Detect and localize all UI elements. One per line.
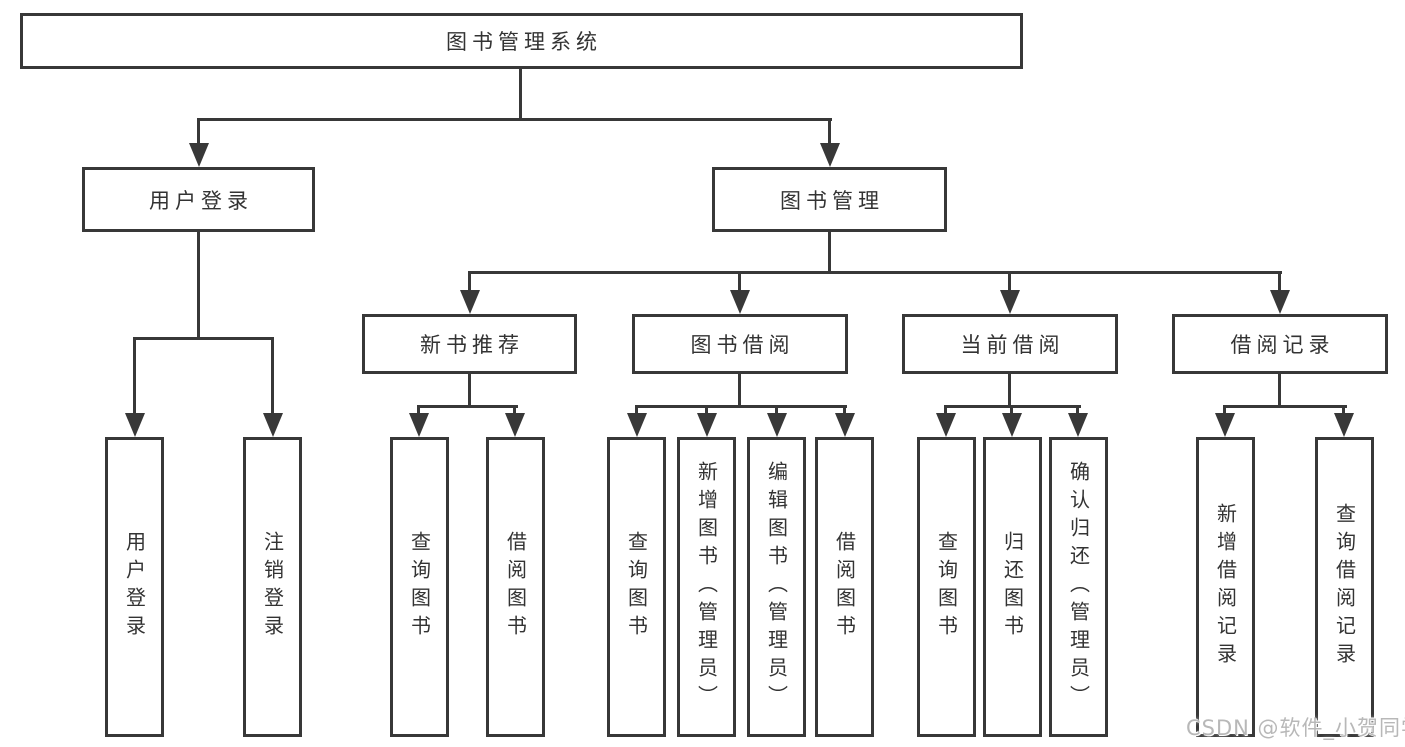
- csdn-watermark: CSDN @软件_小贺同学: [1186, 716, 1405, 740]
- arrow-down-icon: [767, 413, 787, 437]
- leaf-borrowing-add-books-admin: 新增图书（管理员）: [677, 437, 736, 737]
- connector-line: [1010, 405, 1013, 415]
- leaf-label: 注销登录: [260, 531, 285, 643]
- leaf-current-return-books: 归还图书: [983, 437, 1042, 737]
- connector-line: [738, 374, 741, 408]
- connector-line: [197, 118, 200, 147]
- leaf-label: 用户登录: [122, 531, 147, 643]
- leaf-current-query-books: 查询图书: [917, 437, 976, 737]
- leaf-record-query-borrow-record: 查询借阅记录: [1315, 437, 1374, 737]
- leaf-label: 新增图书（管理员）: [694, 461, 719, 713]
- leaf-borrowing-edit-books-admin: 编辑图书（管理员）: [747, 437, 806, 737]
- arrow-down-icon: [1334, 413, 1354, 437]
- node-library-system: 图书管理系统: [20, 13, 1023, 69]
- arrow-down-icon: [697, 413, 717, 437]
- arrow-down-icon: [263, 413, 283, 437]
- leaf-label: 新增借阅记录: [1213, 503, 1238, 671]
- leaf-recommend-query-books: 查询图书: [390, 437, 449, 737]
- node-borrowing-records: 借阅记录: [1172, 314, 1388, 374]
- connector-line: [944, 405, 947, 415]
- arrow-down-icon: [627, 413, 647, 437]
- connector-line: [468, 271, 471, 293]
- connector-line: [1223, 405, 1347, 408]
- node-user-login: 用户登录: [82, 167, 315, 232]
- leaf-user-login: 用户登录: [105, 437, 164, 737]
- connector-line: [1342, 405, 1345, 415]
- connector-line: [133, 337, 136, 417]
- connector-line: [1076, 405, 1079, 415]
- leaf-record-add-borrow-record: 新增借阅记录: [1196, 437, 1255, 737]
- arrow-down-icon: [409, 413, 429, 437]
- connector-line: [843, 405, 846, 415]
- arrow-down-icon: [505, 413, 525, 437]
- connector-line: [636, 405, 847, 408]
- leaf-label: 归还图书: [1000, 531, 1025, 643]
- connector-line: [198, 118, 832, 121]
- connector-line: [417, 405, 518, 408]
- arrow-down-icon: [936, 413, 956, 437]
- node-current-borrowing: 当前借阅: [902, 314, 1118, 374]
- connector-line: [705, 405, 708, 415]
- arrow-down-icon: [835, 413, 855, 437]
- connector-line: [519, 69, 522, 118]
- arrow-down-icon: [1215, 413, 1235, 437]
- leaf-label: 查询图书: [624, 531, 649, 643]
- connector-line: [468, 271, 1282, 274]
- leaf-label: 借阅图书: [832, 531, 857, 643]
- connector-line: [468, 374, 471, 408]
- connector-line: [775, 405, 778, 415]
- leaf-label: 查询图书: [934, 531, 959, 643]
- connector-line: [635, 405, 638, 415]
- leaf-recommend-borrow-books: 借阅图书: [486, 437, 545, 737]
- node-new-book-recommend: 新书推荐: [362, 314, 577, 374]
- connector-line: [1008, 271, 1011, 293]
- arrow-down-icon: [189, 143, 209, 167]
- arrow-down-icon: [1002, 413, 1022, 437]
- leaf-label: 查询借阅记录: [1332, 503, 1357, 671]
- arrow-down-icon: [820, 143, 840, 167]
- connector-line: [271, 337, 274, 417]
- arrow-down-icon: [1000, 290, 1020, 314]
- leaf-label: 编辑图书（管理员）: [764, 461, 789, 713]
- leaf-logout: 注销登录: [243, 437, 302, 737]
- connector-line: [1008, 374, 1011, 408]
- node-book-management: 图书管理: [712, 167, 947, 232]
- node-book-borrowing: 图书借阅: [632, 314, 848, 374]
- leaf-label: 确认归还（管理员）: [1066, 461, 1091, 713]
- leaf-current-confirm-return-admin: 确认归还（管理员）: [1049, 437, 1108, 737]
- arrow-down-icon: [1270, 290, 1290, 314]
- connector-line: [738, 271, 741, 293]
- connector-line: [513, 405, 516, 415]
- leaf-label: 查询图书: [407, 531, 432, 643]
- connector-line: [133, 337, 274, 340]
- arrow-down-icon: [730, 290, 750, 314]
- connector-line: [197, 232, 200, 340]
- connector-line: [1278, 374, 1281, 408]
- connector-line: [828, 232, 831, 274]
- connector-line: [1223, 405, 1226, 415]
- arrow-down-icon: [460, 290, 480, 314]
- arrow-down-icon: [125, 413, 145, 437]
- connector-line: [1278, 271, 1281, 293]
- connector-line: [828, 118, 831, 147]
- leaf-borrowing-borrow-books: 借阅图书: [815, 437, 874, 737]
- connector-line: [417, 405, 420, 415]
- leaf-borrowing-query-books: 查询图书: [607, 437, 666, 737]
- leaf-label: 借阅图书: [503, 531, 528, 643]
- arrow-down-icon: [1068, 413, 1088, 437]
